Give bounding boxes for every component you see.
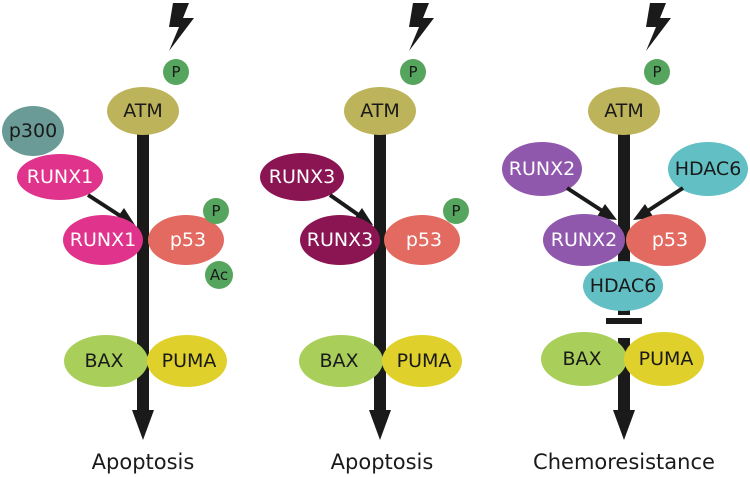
phosphate-p53-label: P xyxy=(211,202,220,220)
bax-label: BAX xyxy=(84,350,123,372)
runx1-complex-label: RUNX1 xyxy=(70,229,136,251)
hdac6-complex-label: HDAC6 xyxy=(590,275,657,297)
panel-runx1: ATM P p300 RUNX1 p53 RUNX1 P Ac BAX PUMA… xyxy=(2,3,233,474)
hdac6-arrow xyxy=(644,186,685,214)
phosphate-atm-label: P xyxy=(408,63,417,81)
p53-label: p53 xyxy=(652,229,688,251)
p300-label: p300 xyxy=(9,120,57,142)
hdac6-arrow-head xyxy=(633,204,654,220)
p53-node xyxy=(384,215,460,265)
outcome-apoptosis-2: Apoptosis xyxy=(331,450,434,474)
runx1-input-label: RUNX1 xyxy=(27,166,93,188)
runx1-complex-node xyxy=(63,215,143,265)
phosphate-atm xyxy=(400,59,426,85)
puma-label: PUMA xyxy=(639,348,694,370)
runx3-complex-label: RUNX3 xyxy=(307,229,373,251)
atm-node xyxy=(588,87,660,135)
runx2-input-label: RUNX2 xyxy=(509,158,575,180)
puma-node xyxy=(147,335,227,387)
panel-runx2: ATM P RUNX2 HDAC6 p53 RUNX2 HDAC6 BAX PU… xyxy=(502,3,748,474)
atm-label: ATM xyxy=(360,100,400,122)
phosphate-p53-label: P xyxy=(451,202,460,220)
p53-node xyxy=(148,215,224,265)
lightning-bolt-icon xyxy=(646,3,671,51)
inhibition-bar xyxy=(606,318,642,324)
bax-node xyxy=(64,335,148,387)
runx2-complex-node xyxy=(543,214,625,266)
phosphate-p53 xyxy=(203,198,229,224)
main-arrow-shaft xyxy=(137,130,149,414)
phosphate-atm xyxy=(644,59,670,85)
bax-label: BAX xyxy=(562,348,601,370)
runx2-complex-label: RUNX2 xyxy=(551,229,617,251)
runx3-complex-node xyxy=(300,215,380,265)
puma-node xyxy=(624,332,704,386)
runx2-arrow-head xyxy=(596,204,617,220)
runx1-arrow xyxy=(86,193,124,219)
phosphate-atm xyxy=(163,59,189,85)
outcome-apoptosis-1: Apoptosis xyxy=(92,450,195,474)
p53-label: p53 xyxy=(406,229,442,251)
panel-runx3: ATM P RUNX3 p53 RUNX3 P BAX PUMA Apoptos… xyxy=(260,3,469,474)
p53-label: p53 xyxy=(170,229,206,251)
p53-node xyxy=(626,214,706,266)
runx3-arrow xyxy=(328,193,362,218)
hdac6-complex-node xyxy=(583,261,663,311)
main-arrow-head xyxy=(369,410,391,440)
bax-label: BAX xyxy=(319,350,358,372)
hdac6-input-node xyxy=(668,142,748,196)
acetyl-p53 xyxy=(205,261,233,289)
p300-node xyxy=(2,106,64,156)
phosphate-p53 xyxy=(443,198,469,224)
acetyl-p53-label: Ac xyxy=(210,266,228,284)
phosphate-atm-label: P xyxy=(652,63,661,81)
bax-node xyxy=(299,335,383,387)
puma-label: PUMA xyxy=(162,350,217,372)
atm-label: ATM xyxy=(604,100,644,122)
puma-label: PUMA xyxy=(397,350,452,372)
runx2-arrow xyxy=(565,186,606,214)
hdac6-input-label: HDAC6 xyxy=(675,158,742,180)
runx2-input-node xyxy=(502,142,582,196)
atm-label: ATM xyxy=(123,100,163,122)
main-arrow-head xyxy=(613,410,635,440)
outcome-chemoresistance: Chemoresistance xyxy=(533,450,715,474)
atm-node xyxy=(107,87,179,135)
main-arrow-shaft xyxy=(374,130,386,414)
runx3-input-node xyxy=(260,153,344,201)
bax-node xyxy=(541,332,627,386)
puma-node xyxy=(382,335,462,387)
main-arrow-head xyxy=(132,410,154,440)
phosphate-atm-label: P xyxy=(171,63,180,81)
runx1-input-node xyxy=(17,154,103,200)
lightning-bolt-icon xyxy=(409,3,434,51)
runx3-input-label: RUNX3 xyxy=(269,166,335,188)
lightning-bolt-icon xyxy=(169,3,194,51)
atm-node xyxy=(344,87,416,135)
